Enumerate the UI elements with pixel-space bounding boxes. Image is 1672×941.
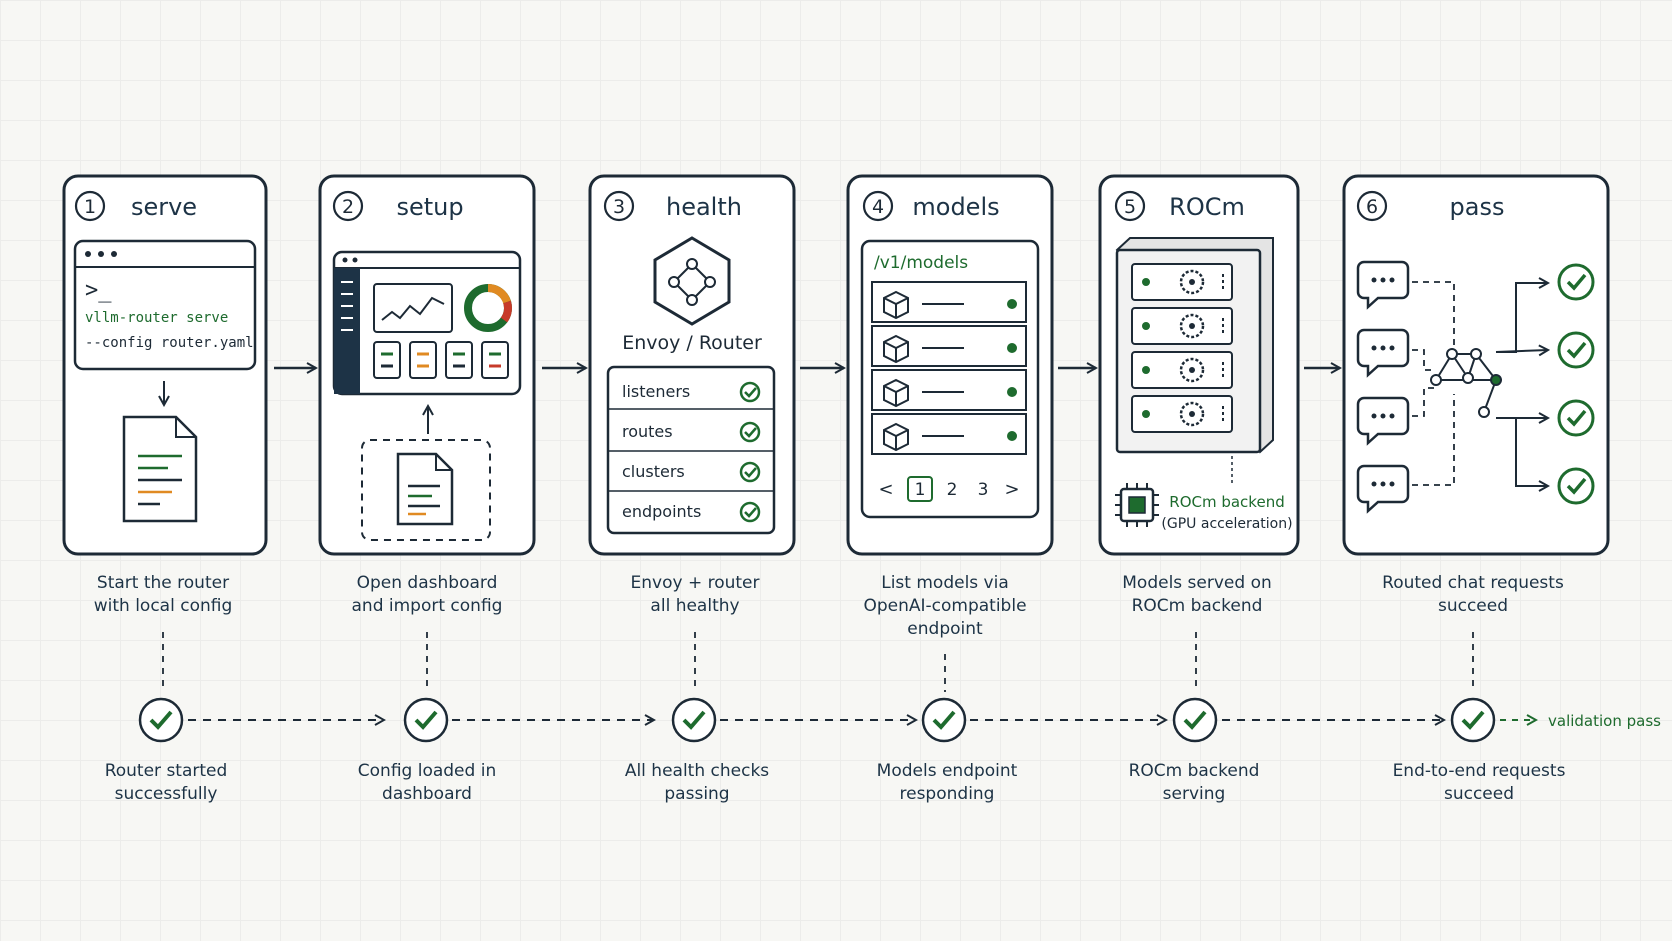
step-panel-health: 3 health Envoy / Router listeners routes… bbox=[588, 174, 796, 556]
donut-chart-widget bbox=[464, 284, 512, 332]
health-check-clusters: clusters bbox=[622, 462, 685, 481]
status-check-icon bbox=[403, 697, 449, 743]
status-connectors bbox=[162, 632, 1474, 692]
step-panel-serve: 1 serve >_ vllm-router serve --config ro… bbox=[62, 174, 268, 556]
svg-text:3: 3 bbox=[613, 196, 625, 218]
svg-text:1: 1 bbox=[84, 196, 96, 218]
health-check-routes: routes bbox=[622, 422, 673, 441]
status-check-icon bbox=[1172, 697, 1218, 743]
router-network-icon bbox=[1430, 348, 1502, 418]
model-row bbox=[871, 369, 1027, 411]
terminal-prompt: >_ bbox=[85, 278, 112, 303]
step-title-serve: serve bbox=[131, 193, 197, 221]
config-file-icon bbox=[122, 415, 198, 523]
status-check-icon bbox=[671, 697, 717, 743]
step-title-health: health bbox=[666, 193, 742, 221]
check-icon bbox=[739, 501, 761, 523]
step-number-3: 3 bbox=[603, 190, 635, 222]
pagination-next[interactable]: > bbox=[1004, 479, 1019, 500]
import-file-icon bbox=[396, 452, 454, 526]
terminal-command: vllm-router serve bbox=[85, 310, 228, 326]
svg-text:5: 5 bbox=[1124, 196, 1136, 218]
step-panel-rocm: 5 ROCm bbox=[1098, 174, 1300, 556]
pagination-page-2[interactable]: 2 bbox=[947, 480, 958, 500]
health-check-endpoints: endpoints bbox=[622, 502, 701, 521]
terminal-window: >_ vllm-router serve --config router.yam… bbox=[73, 239, 257, 371]
server-rack-icon bbox=[1115, 237, 1274, 454]
import-dropzone bbox=[361, 439, 491, 541]
check-icon bbox=[739, 381, 761, 403]
rocm-gpu-note: (GPU acceleration) bbox=[1161, 516, 1292, 532]
check-icon bbox=[739, 461, 761, 483]
terminal-config-arg: --config router.yaml bbox=[85, 335, 254, 351]
svg-text:2: 2 bbox=[342, 196, 354, 218]
chat-bubble-icon bbox=[1356, 328, 1410, 378]
step-panel-pass: 6 pass bbox=[1342, 174, 1610, 556]
step-number-4: 4 bbox=[862, 190, 894, 222]
pagination-page-3[interactable]: 3 bbox=[978, 480, 989, 500]
health-check-listeners: listeners bbox=[622, 382, 690, 401]
chat-bubble-icon bbox=[1356, 464, 1410, 514]
success-check-icon bbox=[1557, 467, 1595, 505]
pagination-page-1[interactable]: 1 bbox=[915, 480, 926, 500]
step-number-5: 5 bbox=[1114, 190, 1146, 222]
status-check-icon bbox=[1450, 697, 1496, 743]
chat-bubble-icon bbox=[1356, 396, 1410, 446]
status-check-icon bbox=[138, 697, 184, 743]
step-title-rocm: ROCm bbox=[1169, 193, 1245, 221]
envoy-router-label: Envoy / Router bbox=[622, 332, 762, 354]
pagination-prev[interactable]: < bbox=[878, 479, 893, 500]
success-check-icon bbox=[1557, 331, 1595, 369]
step-title-setup: setup bbox=[396, 193, 463, 221]
model-row bbox=[871, 413, 1027, 455]
success-check-icon bbox=[1557, 263, 1595, 301]
step-number-6: 6 bbox=[1356, 190, 1388, 222]
step-title-pass: pass bbox=[1450, 193, 1505, 221]
envoy-hexagon-icon bbox=[653, 236, 731, 326]
step-title-models: models bbox=[912, 193, 999, 221]
rocm-backend-label: ROCm backend bbox=[1169, 493, 1284, 511]
dashboard-window bbox=[332, 250, 522, 396]
step-panel-setup: 2 setup bbox=[318, 174, 536, 556]
status-check-icon bbox=[921, 697, 967, 743]
status-timeline: validation pass bbox=[138, 697, 1661, 743]
model-row bbox=[871, 325, 1027, 367]
model-row bbox=[871, 281, 1027, 323]
step-number-2: 2 bbox=[332, 190, 364, 222]
svg-text:4: 4 bbox=[872, 196, 884, 218]
chat-bubble-icon bbox=[1356, 260, 1410, 310]
validation-pass-label: validation pass bbox=[1548, 712, 1661, 730]
check-icon bbox=[739, 421, 761, 443]
step-number-1: 1 bbox=[74, 190, 106, 222]
svg-text:6: 6 bbox=[1366, 196, 1378, 218]
gpu-chip-icon bbox=[1115, 483, 1159, 527]
models-endpoint-path: /v1/models bbox=[874, 253, 968, 273]
step-panel-models: 4 models /v1/models < bbox=[846, 174, 1054, 556]
success-check-icon bbox=[1557, 399, 1595, 437]
